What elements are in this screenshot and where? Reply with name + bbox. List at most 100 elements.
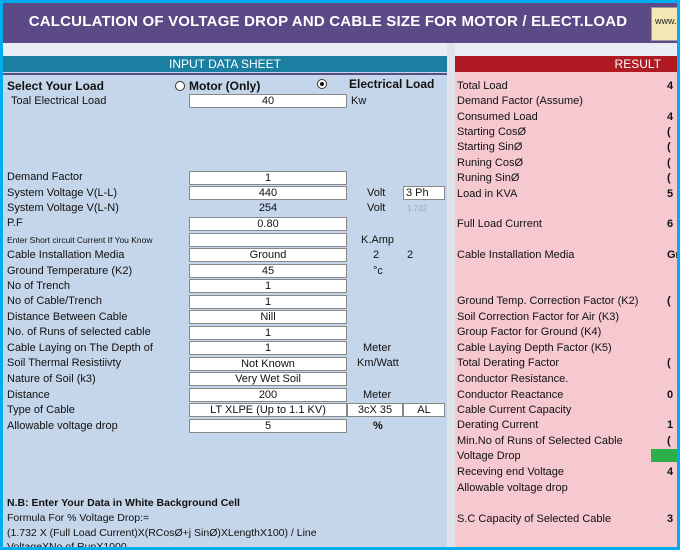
result-value: (	[667, 172, 671, 184]
short-circuit-label: Enter Short circuit Current If You Know	[7, 235, 153, 245]
input-header: INPUT DATA SHEET	[3, 56, 447, 72]
cable-type-select[interactable]: LT XLPE (Up to 1.1 KV)	[189, 403, 347, 417]
ground-temp-unit: °c	[373, 265, 383, 277]
pf-input[interactable]: 0.80	[189, 217, 347, 231]
result-panel	[455, 56, 677, 547]
title-bar: CALCULATION OF VOLTAGE DROP AND CABLE SI…	[3, 3, 677, 43]
select-load-label: Select Your Load	[7, 79, 104, 93]
note-formula-title: Formula For % Voltage Drop:=	[7, 512, 150, 524]
voltage-drop-indicator	[651, 449, 677, 462]
note-formula-line1: (1.732 X (Full Load Current)X(RCosØ+j Si…	[7, 527, 317, 539]
depth-label: Cable Laying on The Depth of	[7, 342, 153, 354]
cable-size-select[interactable]: 3cX 35	[347, 403, 403, 417]
distance-between-label: Distance Between Cable	[7, 311, 128, 323]
pf-label: P.F	[7, 217, 23, 229]
result-label: Cable Laying Depth Factor (K5)	[457, 342, 612, 354]
result-label: Ground Temp. Correction Factor (K2)	[457, 295, 639, 307]
sqrt3-value: 1.732	[407, 204, 428, 213]
result-value: (	[667, 357, 671, 369]
allowable-vd-input[interactable]: 5	[189, 419, 347, 433]
electrical-radio[interactable]	[317, 79, 327, 89]
system-voltage-ln-value: 254	[258, 202, 278, 214]
result-label: Soil Correction Factor for Air (K3)	[457, 311, 619, 323]
system-voltage-ll-input[interactable]: 440	[189, 186, 347, 200]
result-label: Cable Installation Media	[457, 249, 575, 261]
distance-between-input[interactable]: Nill	[189, 310, 347, 324]
allowable-vd-label: Allowable voltage drop	[7, 420, 118, 432]
result-value: 0	[667, 389, 674, 401]
cable-material-select[interactable]: AL	[403, 403, 445, 417]
system-voltage-ll-unit: Volt	[367, 187, 386, 199]
soil-resistivity-unit: Km/Watt	[357, 357, 399, 369]
result-label: Conductor Reactance	[457, 389, 564, 401]
short-circuit-unit: K.Amp	[361, 234, 395, 246]
soil-resistivity-label: Soil Thermal Resistiivty	[7, 357, 122, 369]
result-value: 4	[667, 111, 674, 123]
installation-media-label: Cable Installation Media	[7, 249, 125, 261]
result-value: 4	[667, 466, 674, 478]
demand-factor-label: Demand Factor	[7, 171, 83, 183]
demand-factor-input[interactable]: 1	[189, 171, 347, 185]
depth-input[interactable]: 1	[189, 341, 347, 355]
result-label: Group Factor for Ground (K4)	[457, 326, 602, 338]
ground-temp-label: Ground Temperature (K2)	[7, 265, 133, 277]
runs-label: No. of Runs of selected cable	[7, 326, 151, 338]
result-label: Allowable voltage drop	[457, 482, 568, 494]
result-label: Derating Current	[457, 419, 539, 431]
result-value: (	[667, 126, 671, 138]
soil-nature-label: Nature of Soil (k3)	[7, 373, 96, 385]
result-value: 4	[667, 80, 674, 92]
system-voltage-ln-unit: Volt	[367, 202, 386, 214]
website-tab[interactable]: www.	[651, 7, 677, 41]
result-label: Conductor Resistance.	[457, 373, 569, 385]
ground-temp-input[interactable]: 45	[189, 264, 347, 278]
result-label: Runing CosØ	[457, 157, 524, 169]
distance-unit: Meter	[363, 389, 392, 401]
no-trench-label: No of Trench	[7, 280, 70, 292]
result-value: Gr	[667, 249, 680, 261]
result-value: 1	[667, 419, 674, 431]
result-label: Full Load Current	[457, 218, 542, 230]
short-circuit-input[interactable]	[189, 233, 347, 247]
result-label: Runing SinØ	[457, 172, 520, 184]
result-label: Receving end Voltage	[457, 466, 565, 478]
no-cable-label: No of Cable/Trench	[7, 295, 102, 307]
result-header: RESULT	[455, 56, 677, 72]
media-code-1: 2	[373, 249, 380, 261]
installation-media-select[interactable]: Ground	[189, 248, 347, 262]
result-value: (	[667, 141, 671, 153]
no-trench-input[interactable]: 1	[189, 279, 347, 293]
result-value: (	[667, 157, 671, 169]
result-label: Consumed Load	[457, 111, 538, 123]
soil-resistivity-select[interactable]: Not Known	[189, 357, 347, 371]
note-formula-line2: VoltageXNo of RunX1000	[7, 541, 127, 550]
distance-label: Distance	[7, 389, 50, 401]
result-label: Total Derating Factor	[457, 357, 560, 369]
motor-radio[interactable]	[175, 81, 185, 91]
result-label: Load in KVA	[457, 188, 518, 200]
page-title: CALCULATION OF VOLTAGE DROP AND CABLE SI…	[28, 13, 628, 30]
result-label: S.C Capacity of Selected Cable	[457, 513, 612, 525]
system-voltage-ll-label: System Voltage V(L-L)	[7, 187, 118, 199]
result-value: 3	[667, 513, 674, 525]
total-load-input[interactable]: 40	[189, 94, 347, 108]
total-load-label: Toal Electrical Load	[11, 95, 107, 107]
runs-input[interactable]: 1	[189, 326, 347, 340]
soil-nature-select[interactable]: Very Wet Soil	[189, 372, 347, 386]
result-label: Min.No of Runs of Selected Cable	[457, 435, 623, 447]
result-value: 5	[667, 188, 674, 200]
result-header-label: RESULT	[614, 57, 661, 71]
distance-input[interactable]: 200	[189, 388, 347, 402]
electrical-option-label: Electrical Load	[349, 77, 435, 91]
system-voltage-ln-label: System Voltage V(L-N)	[7, 202, 119, 214]
phase-select[interactable]: 3 Ph	[403, 186, 445, 200]
cable-type-label: Type of Cable	[7, 404, 75, 416]
depth-unit: Meter	[363, 342, 392, 354]
result-label: Cable Current Capacity	[457, 404, 572, 416]
media-code-2: 2	[407, 249, 414, 261]
result-value: 6	[667, 218, 674, 230]
no-cable-input[interactable]: 1	[189, 295, 347, 309]
total-load-unit: Kw	[351, 95, 367, 107]
result-label: Voltage Drop	[457, 450, 521, 462]
